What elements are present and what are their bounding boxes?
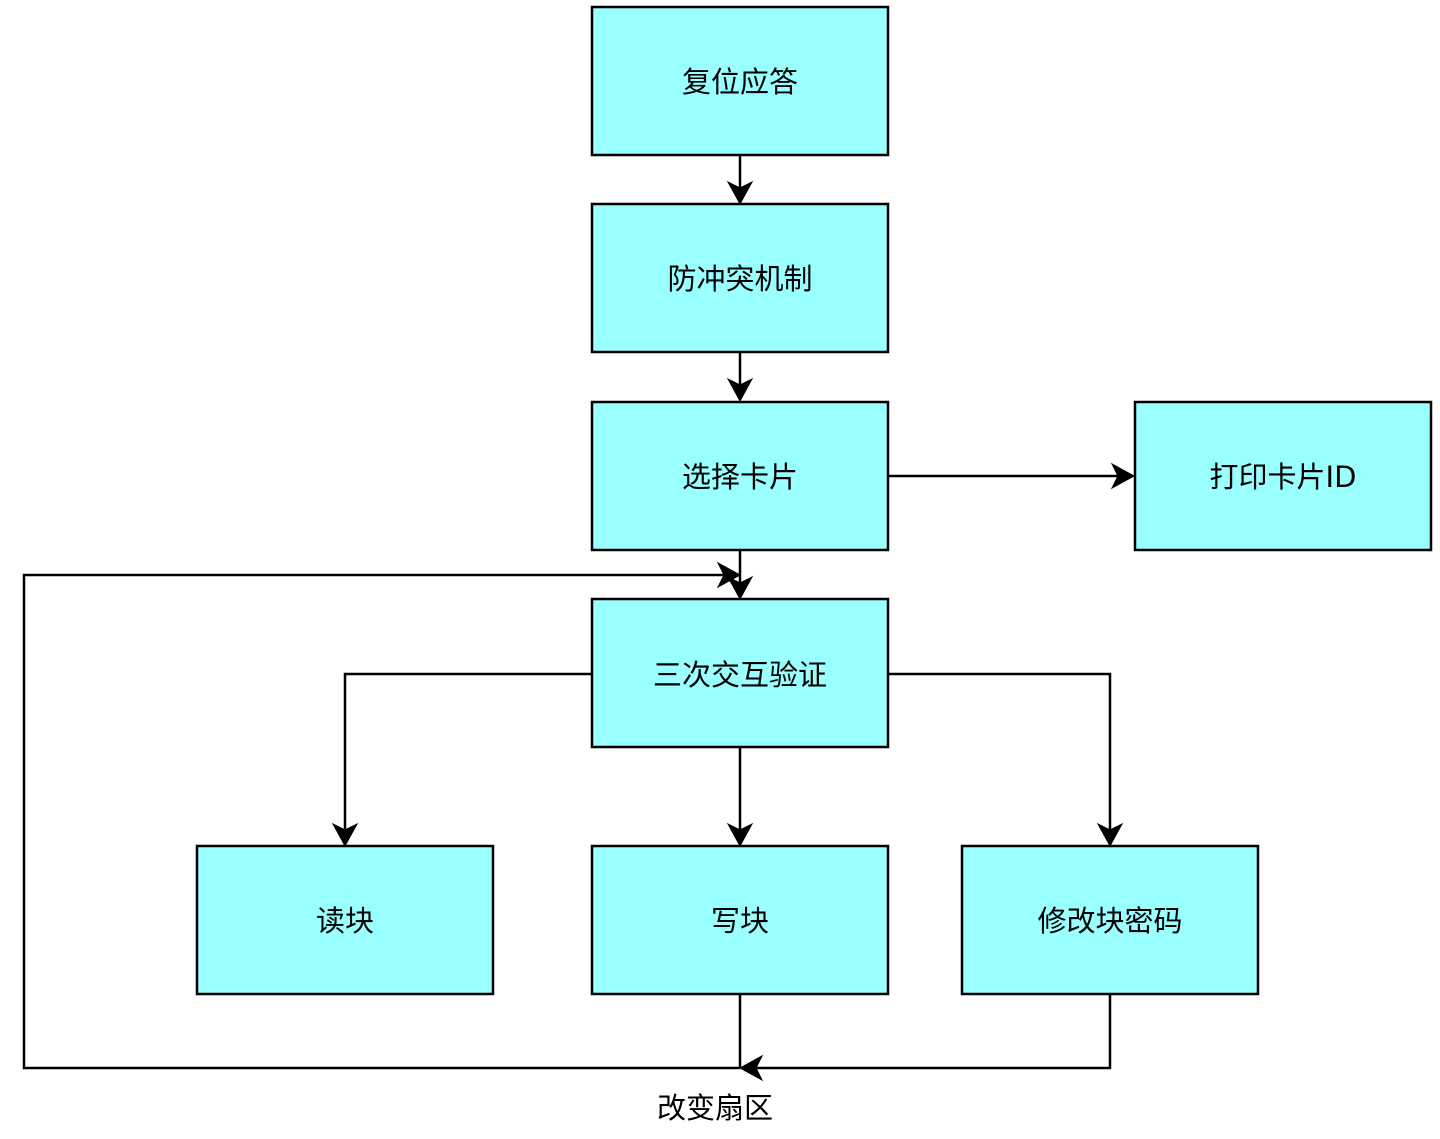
node-print-id: 打印卡片ID [1133,400,1433,552]
edge-select-to-auth [726,550,754,601]
node-write: 写块 [590,844,890,996]
node-select-label: 选择卡片 [682,460,798,494]
node-select: 选择卡片 [590,400,890,552]
edge-reset-to-anticollision [726,155,754,206]
node-anticollision-label: 防冲突机制 [667,262,812,296]
node-print-id-label: 打印卡片ID [1210,460,1357,494]
node-read: 读块 [195,844,495,996]
node-read-label: 读块 [316,904,374,938]
edge-anticollision-to-select [726,352,754,403]
node-change-pwd: 修改块密码 [960,844,1260,996]
node-change-pwd-label: 修改块密码 [1037,904,1182,938]
change-sector-label: 改变扇区 [657,1091,773,1125]
node-write-label: 写块 [711,904,769,938]
edge-auth-to-write [726,747,754,848]
edge-auth-to-read [331,672,592,848]
node-anticollision: 防冲突机制 [590,202,890,354]
edge-change-sector-loop [22,561,742,1070]
node-auth: 三次交互验证 [590,597,890,749]
edge-change-pwd-to-merge [738,994,1112,1082]
node-reset-label: 复位应答 [682,65,798,99]
edge-select-to-print-id [888,462,1136,490]
node-reset: 复位应答 [590,5,890,157]
node-auth-label: 三次交互验证 [653,658,827,692]
edge-auth-to-change-pwd [888,672,1124,848]
